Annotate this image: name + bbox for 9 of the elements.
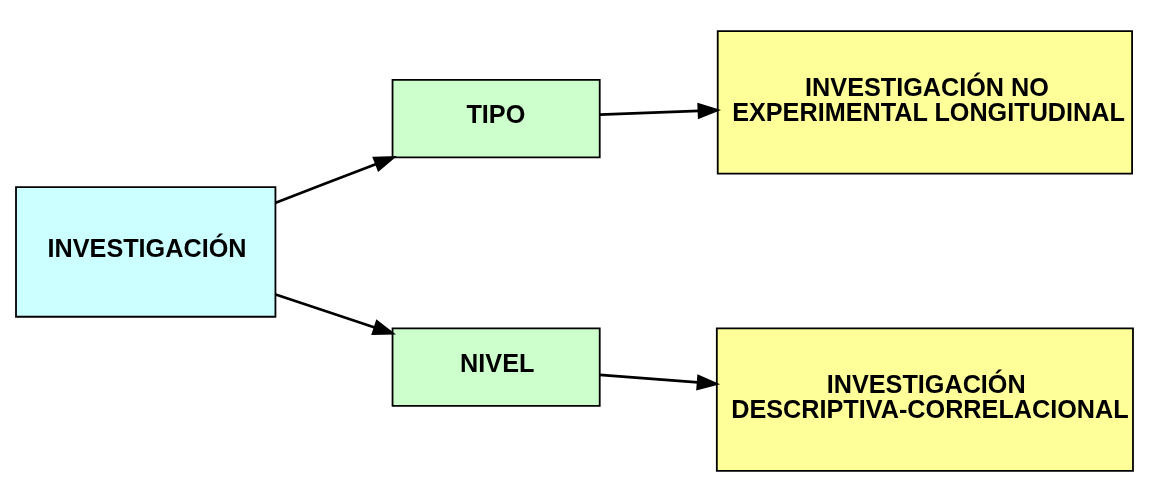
node-box: INVESTIGACIÓN DESCRIPTIVA-CORRELACIONAL	[715, 327, 1134, 472]
node-box: TIPO	[391, 78, 601, 158]
node-box: NIVEL	[391, 327, 601, 407]
arrow	[275, 155, 398, 204]
node-box: INVESTIGACIÓN NO EXPERIMENTAL LONGITUDINAL	[716, 29, 1133, 174]
arrow	[275, 292, 397, 335]
arrow	[599, 373, 721, 391]
node-box: INVESTIGACIÓN	[15, 185, 277, 318]
arrow	[599, 102, 721, 119]
